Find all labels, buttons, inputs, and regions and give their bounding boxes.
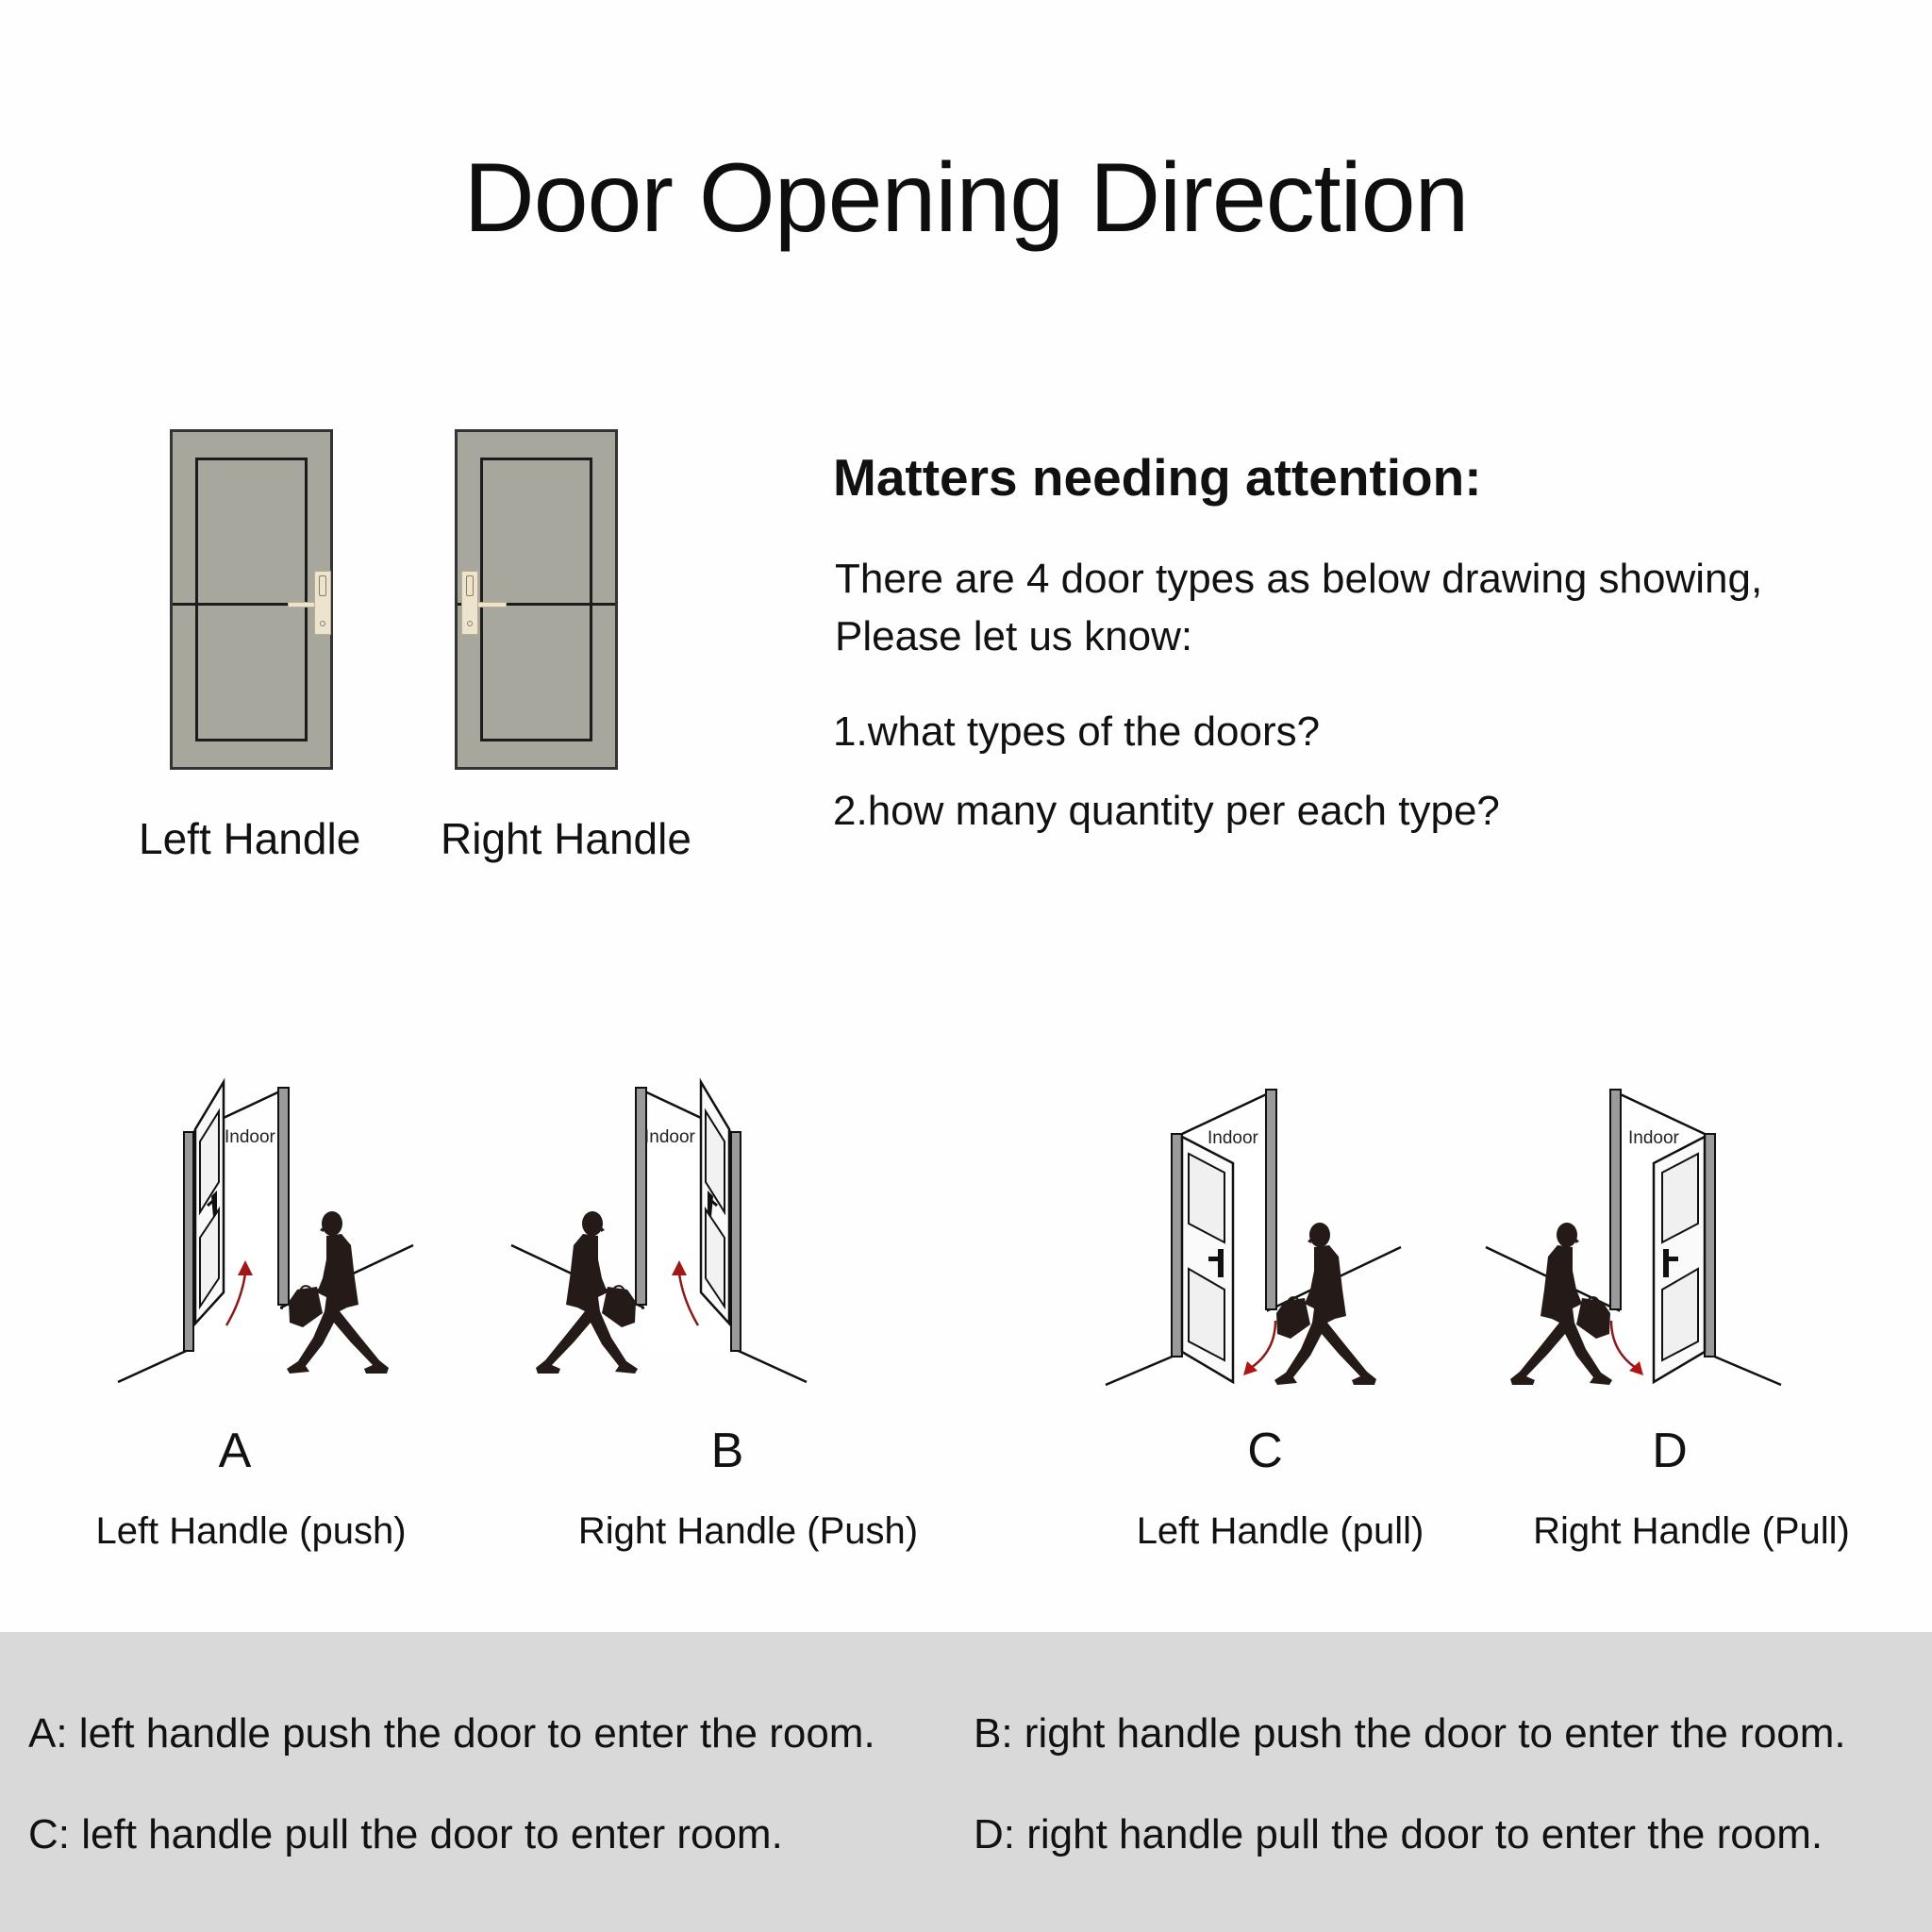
- legend-key-a: A:: [28, 1710, 68, 1757]
- right-handle-label: Right Handle: [441, 814, 691, 863]
- scene-caption-d: Right Handle (Pull): [1533, 1510, 1850, 1552]
- legend-key-c: C:: [28, 1811, 70, 1857]
- door-panel-outline: [480, 458, 592, 741]
- scene-c-left-handle-pull: Indoor: [1094, 1075, 1415, 1396]
- legend-text-c: left handle pull the door to enter room.: [70, 1811, 783, 1857]
- legend-key-d: D:: [974, 1811, 1015, 1857]
- legend-text-a: left handle push the door to enter the r…: [67, 1710, 875, 1757]
- door-mid-rail: [173, 603, 330, 606]
- notes-question-2: 2.how many quantity per each type?: [833, 788, 1500, 834]
- notes-question-1: 1.what types of the doors?: [833, 708, 1321, 755]
- left-handle-door-illustration: [170, 429, 333, 770]
- scene-letter-c: C: [1247, 1424, 1283, 1478]
- door-mid-rail: [458, 603, 615, 606]
- notes-intro-line-1: There are 4 door types as below drawing …: [835, 556, 1763, 602]
- legend-item-b: B: right handle push the door to enter t…: [974, 1709, 1846, 1758]
- notes-intro-line-2: Please let us know:: [835, 613, 1193, 659]
- smart-lock-plate-icon: [314, 571, 331, 635]
- indoor-label: Indoor: [1208, 1128, 1258, 1148]
- smart-lock-plate-icon: [461, 571, 478, 635]
- legend-text-d: right handle pull the door to enter the …: [1015, 1811, 1824, 1857]
- legend-item-a: A: left handle push the door to enter th…: [28, 1709, 875, 1758]
- legend-item-d: D: right handle pull the door to enter t…: [974, 1810, 1823, 1859]
- legend-band: A: left handle push the door to enter th…: [0, 1632, 1932, 1932]
- lock-keyhole-icon: [320, 621, 325, 626]
- lock-keypad-icon: [319, 575, 326, 596]
- scene-letter-d: D: [1652, 1424, 1688, 1478]
- indoor-label: Indoor: [644, 1127, 695, 1147]
- scene-letter-b: B: [710, 1424, 744, 1478]
- right-handle-door-illustration: [455, 429, 618, 770]
- scene-caption-c: Left Handle (pull): [1136, 1510, 1424, 1552]
- left-handle-label: Left Handle: [139, 814, 361, 863]
- scene-d-right-handle-pull: Indoor: [1472, 1075, 1792, 1396]
- lock-keyhole-icon: [467, 621, 473, 626]
- scene-letter-a: A: [218, 1424, 252, 1478]
- legend-item-c: C: left handle pull the door to enter ro…: [28, 1810, 783, 1859]
- scene-caption-b: Right Handle (Push): [577, 1510, 919, 1552]
- legend-text-b: right handle push the door to enter the …: [1012, 1710, 1846, 1757]
- scene-a-left-handle-push: Indoor: [104, 1075, 425, 1396]
- legend-key-b: B:: [974, 1710, 1013, 1757]
- scene-caption-a: Left Handle (push): [95, 1510, 407, 1552]
- indoor-label: Indoor: [225, 1127, 275, 1147]
- scene-b-right-handle-push: Indoor: [500, 1075, 821, 1396]
- notes-heading: Matters needing attention:: [833, 448, 1482, 507]
- lock-keypad-icon: [466, 575, 474, 596]
- indoor-label: Indoor: [1628, 1128, 1679, 1148]
- page-title: Door Opening Direction: [463, 143, 1470, 253]
- door-panel-outline: [195, 458, 308, 741]
